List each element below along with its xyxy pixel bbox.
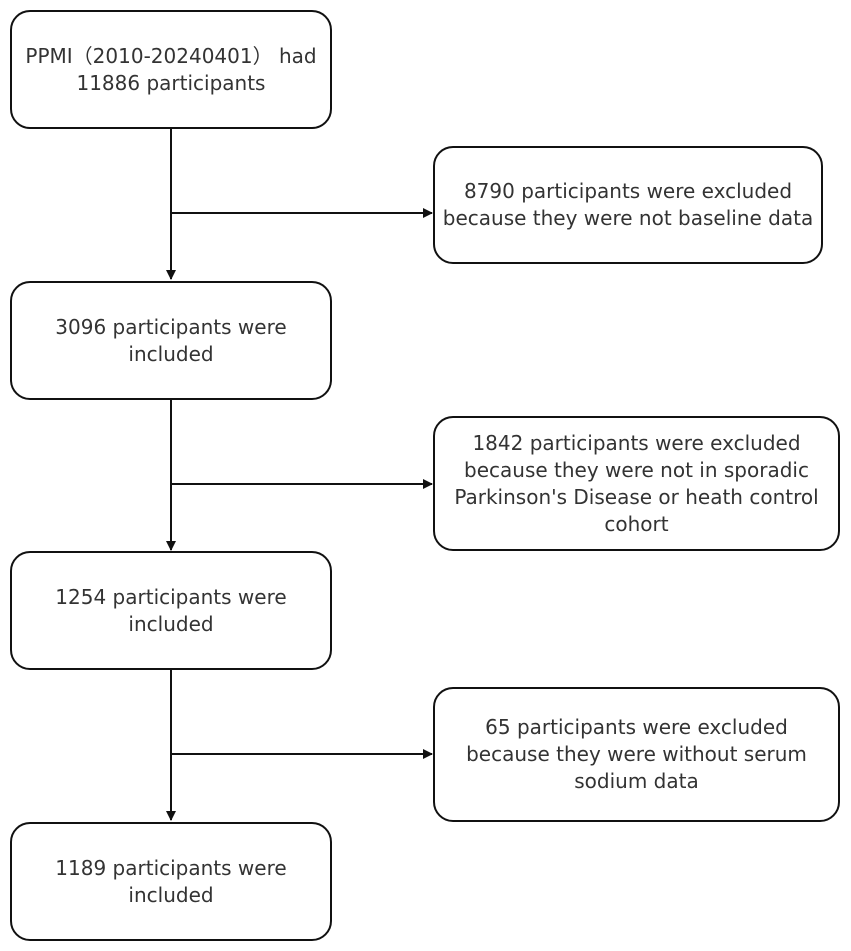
step-box-ppmi-cohort: PPMI（2010-20240401） had 11886 participan… — [10, 10, 332, 129]
step-text-included-1254: 1254 participants were included — [55, 584, 287, 636]
exclusion-box-no-sodium: 65 participants were excluded because th… — [433, 687, 840, 822]
step-text-included-3096: 3096 participants were included — [55, 314, 287, 366]
exclusion-box-not-baseline: 8790 participants were excluded because … — [433, 146, 823, 264]
step-text-ppmi-cohort: PPMI（2010-20240401） had 11886 participan… — [25, 43, 317, 95]
step-box-included-3096: 3096 participants were included — [10, 281, 332, 400]
step-text-included-1189: 1189 participants were included — [55, 855, 287, 907]
step-box-included-1189: 1189 participants were included — [10, 822, 332, 941]
exclusion-text-not-baseline: 8790 participants were excluded because … — [442, 179, 814, 230]
exclusion-box-not-sporadic-pd: 1842 participants were excluded because … — [433, 416, 840, 551]
exclusion-text-not-sporadic-pd: 1842 participants were excluded because … — [454, 430, 819, 536]
step-box-included-1254: 1254 participants were included — [10, 551, 332, 670]
exclusion-text-no-sodium: 65 participants were excluded because th… — [466, 715, 807, 793]
